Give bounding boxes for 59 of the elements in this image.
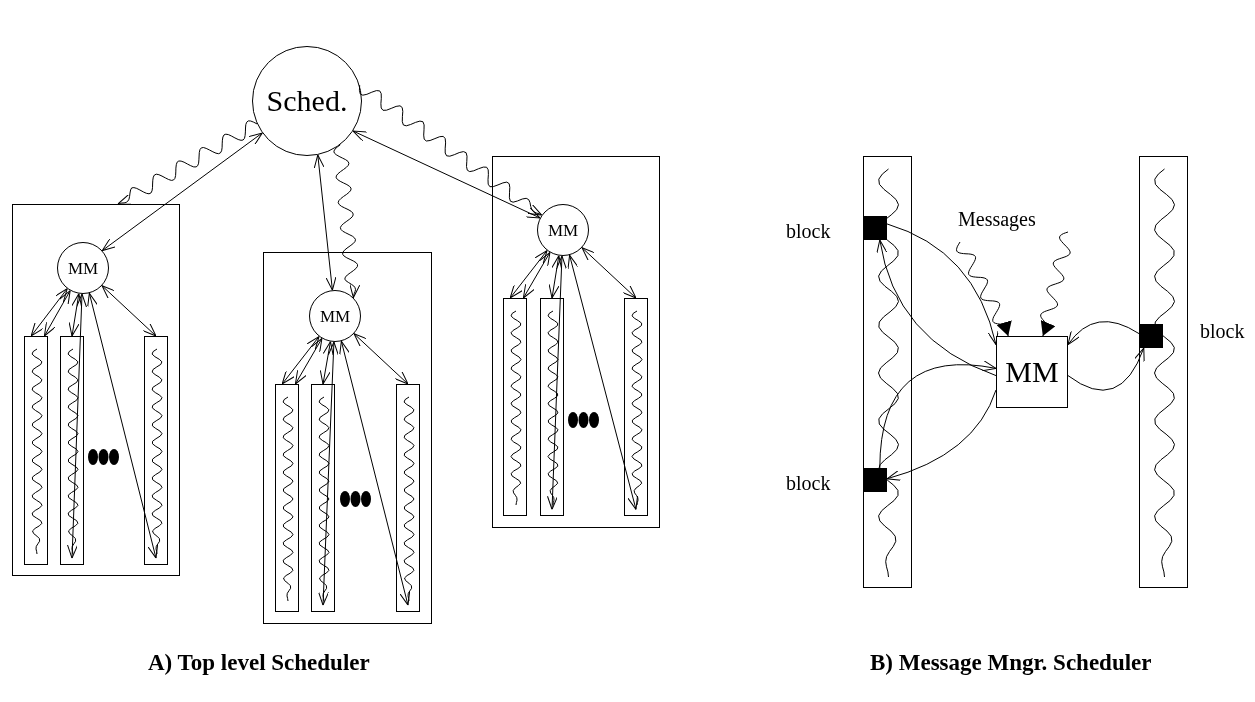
node-label: MM xyxy=(319,307,351,325)
double-arrow xyxy=(294,337,323,385)
double-arrow xyxy=(353,333,409,385)
thread-bar xyxy=(863,156,912,588)
thread-bar xyxy=(396,384,420,612)
double-arrow xyxy=(67,293,87,559)
double-arrow xyxy=(339,340,411,606)
double-arrow xyxy=(581,247,637,299)
cluster-box xyxy=(492,156,660,528)
block-label: block xyxy=(1200,321,1245,341)
cluster-box xyxy=(263,252,432,624)
double-arrow xyxy=(522,251,551,299)
double-arrow xyxy=(319,341,334,385)
double-arrow xyxy=(43,290,71,337)
double-arrow xyxy=(101,132,263,252)
thread-bar xyxy=(624,298,648,516)
block-label: block xyxy=(786,473,831,493)
wavy-arrow xyxy=(333,144,361,299)
double-arrow xyxy=(352,130,541,219)
arrow xyxy=(886,389,997,481)
thread-bar xyxy=(503,298,527,516)
block-square xyxy=(863,468,887,492)
double-arrow xyxy=(281,336,320,385)
double-arrow xyxy=(30,288,68,337)
double-arrow xyxy=(548,255,563,299)
wavy-arrow xyxy=(956,241,1012,337)
arrow xyxy=(876,239,997,377)
thread-bar xyxy=(311,384,335,612)
node-label: MM xyxy=(547,221,579,239)
double-arrow xyxy=(87,292,159,559)
double-arrow xyxy=(101,285,157,337)
block-square xyxy=(863,216,887,240)
thread-bar xyxy=(1139,156,1188,588)
double-arrow xyxy=(318,341,339,606)
thread-bar xyxy=(24,336,48,565)
arrow xyxy=(1067,321,1140,346)
caption: A) Top level Scheduler xyxy=(148,651,370,674)
node-label: MM xyxy=(67,259,99,277)
arrow xyxy=(1067,347,1145,391)
double-arrow xyxy=(313,154,337,291)
thread-bar xyxy=(60,336,84,565)
thread-bar xyxy=(144,336,168,565)
thread-bar xyxy=(540,298,564,516)
arrow xyxy=(886,223,999,346)
process-box xyxy=(996,336,1068,408)
wavy-arrow xyxy=(1040,231,1071,337)
double-arrow xyxy=(509,250,548,299)
node-label: Sched. xyxy=(266,86,348,116)
block-label: block xyxy=(786,221,831,241)
double-arrow xyxy=(68,293,83,337)
thread-bar xyxy=(275,384,299,612)
double-arrow xyxy=(567,254,639,510)
block-square xyxy=(1139,324,1163,348)
wavy-arrow xyxy=(117,120,258,205)
caption: B) Message Mngr. Scheduler xyxy=(870,651,1152,674)
node-label: MM xyxy=(1005,357,1059,387)
text-label: Messages xyxy=(958,209,1036,229)
cluster-box xyxy=(12,204,180,576)
double-arrow xyxy=(547,255,567,510)
